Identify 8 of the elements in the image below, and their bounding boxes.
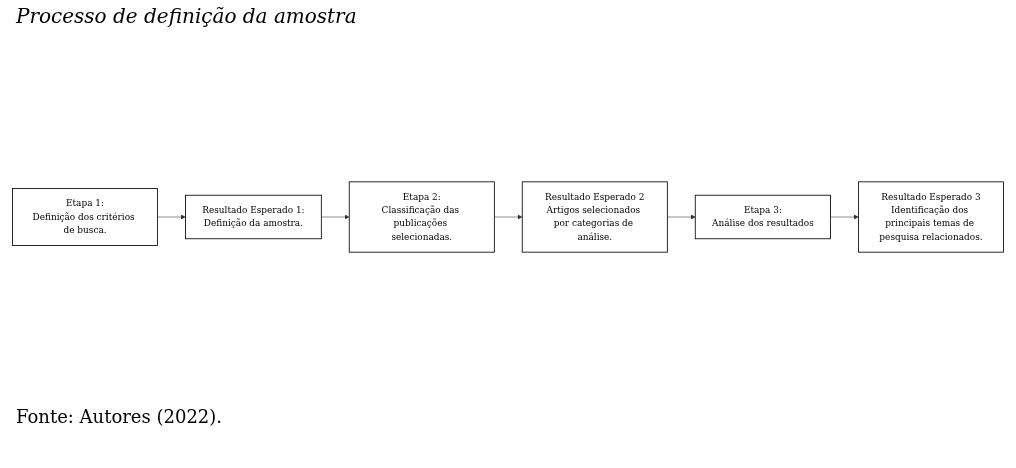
diagram-title: Processo de definição da amostra <box>16 4 358 28</box>
source-caption: Fonte: Autores (2022). <box>16 406 224 427</box>
node-box: Resultado Esperado 3 Identificação dos principais temas de pesquisa relacionados. <box>858 181 1004 253</box>
node-box: Resultado Esperado 2 Artigos selecionados por categorias de análise. <box>521 181 668 253</box>
node-box: Resultado Esperado 1: Definição da amostra. <box>185 194 322 240</box>
node-box: Etapa 3: Análise dos resultados <box>694 194 831 240</box>
node-box: Etapa 1: Definição dos critérios de busca. <box>12 188 158 246</box>
node-box: Etapa 2: Classificação das publicações selecionadas. <box>348 181 495 253</box>
